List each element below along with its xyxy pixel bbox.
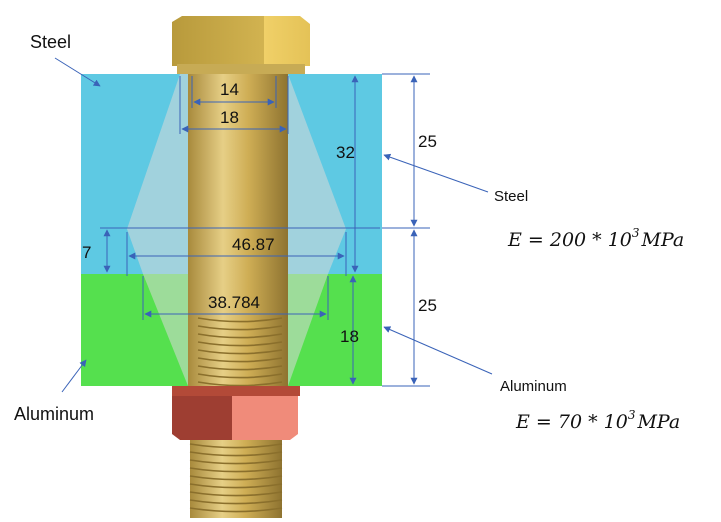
thread-ridge: [189, 443, 283, 449]
thread-ridge: [189, 451, 283, 457]
leader-aluminum-right: [383, 326, 493, 375]
thread-ridge: [197, 325, 283, 331]
thread-ridge: [197, 341, 283, 347]
dim-18-label: 18: [220, 108, 239, 127]
label-steel-top: Steel: [30, 32, 71, 52]
leader-steel-right: [383, 153, 489, 193]
thread-ridge: [189, 491, 283, 497]
leader-steel-top: [54, 57, 101, 87]
thread-ridge: [197, 333, 283, 339]
dim-32-label: 32: [336, 143, 355, 162]
thread-ridge: [189, 459, 283, 465]
thread-ridge: [189, 475, 283, 481]
dim-46-87: [126, 232, 347, 276]
label-aluminum-right: Aluminum: [500, 378, 567, 395]
eq-steel-unit: MPa: [641, 229, 685, 251]
thread-ridge: [197, 365, 283, 371]
dim-25-bottom: [382, 229, 430, 387]
thread-ridge: [197, 349, 283, 355]
dim-18-top: [179, 76, 289, 134]
thread-ridge: [189, 467, 283, 473]
dim-18-lower-label: 18: [340, 327, 359, 346]
thread-ridge: [189, 499, 283, 505]
eq-steel-main: E = 200 * 10: [507, 229, 632, 251]
dim-25-bottom-label: 25: [418, 296, 437, 315]
nut: [172, 386, 300, 440]
dim-46-87-label: 46.87: [232, 235, 275, 254]
bolt-head: [172, 16, 310, 74]
bolt-shaft: [188, 66, 288, 386]
bolt-threads-upper: [197, 317, 283, 387]
dim-38-784-label: 38.784: [208, 293, 260, 312]
dim-38-784: [142, 276, 329, 320]
leader-aluminum-left: [61, 359, 87, 393]
label-steel-right: Steel: [494, 188, 528, 205]
dim-25-top: [382, 73, 430, 229]
eq-steel-exp: 3: [632, 226, 640, 240]
eq-aluminum-exp: 3: [628, 408, 636, 422]
thread-ridge: [197, 373, 283, 379]
dim-7-label: 7: [82, 243, 91, 262]
dim-7: [100, 227, 380, 273]
eq-aluminum-main: E = 70 * 10: [515, 411, 628, 433]
bolt-threads-lower: [189, 443, 283, 513]
dim-14-label: 14: [220, 80, 239, 99]
thread-ridge: [189, 483, 283, 489]
dim-14: [191, 76, 277, 108]
label-aluminum-left: Aluminum: [14, 404, 94, 424]
dim-25-top-label: 25: [418, 132, 437, 151]
thread-ridge: [197, 381, 283, 387]
thread-ridge: [197, 317, 283, 323]
eq-aluminum-unit: MPa: [636, 411, 680, 433]
thread-ridge: [189, 507, 283, 513]
thread-ridge: [197, 357, 283, 363]
